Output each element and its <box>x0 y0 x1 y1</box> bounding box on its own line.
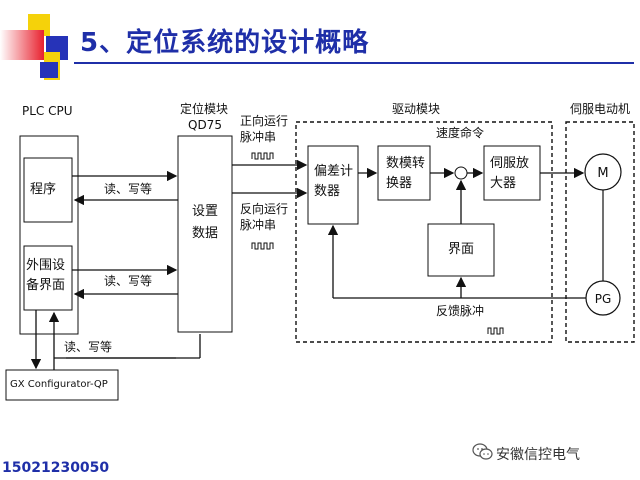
plc-cpu-label: PLC CPU <box>22 104 73 118</box>
fwd-label-2: 脉冲串 <box>240 130 277 144</box>
rw-label-2: 读、写等 <box>104 274 153 288</box>
peripheral-label-1: 外围设 <box>26 258 66 273</box>
servo-amp-box <box>483 145 541 201</box>
servo-motor-box <box>565 121 635 343</box>
qd75-label-2: QD75 <box>188 118 222 132</box>
motor-label: M <box>597 166 608 181</box>
drive-module-box <box>295 121 553 343</box>
servo-motor-label: 伺服电动机 <box>570 102 631 116</box>
rw-label-3: 读、写等 <box>64 340 113 354</box>
program-box <box>23 157 73 223</box>
decor-red-square <box>0 30 44 60</box>
rev-label-2: 脉冲串 <box>240 218 277 232</box>
drive-module-label: 驱动模块 <box>392 102 441 116</box>
decor-blue-square-2 <box>40 62 58 78</box>
interface-box <box>427 223 495 277</box>
feedback-label: 反馈脉冲 <box>436 304 485 318</box>
speed-cmd-label: 速度命令 <box>436 126 485 140</box>
deviation-label-1: 偏差计 <box>314 164 354 179</box>
rev-label-1: 反向运行 <box>240 202 289 216</box>
fwd-label-1: 正向运行 <box>240 114 289 128</box>
interface-label: 界面 <box>448 242 475 257</box>
dac-box <box>377 145 431 201</box>
pulse-train-icon-fwd <box>251 152 274 160</box>
dac-label-2: 换器 <box>386 176 413 191</box>
phone-number: 15021230050 <box>2 460 110 476</box>
program-label: 程序 <box>30 182 57 197</box>
page-title: 5、定位系统的设计概略 <box>80 28 370 58</box>
dac-label-1: 数模转 <box>386 156 426 171</box>
settings-label-2: 数据 <box>192 226 219 241</box>
deviation-label-2: 数器 <box>314 184 341 199</box>
pg-label: PG <box>595 292 612 306</box>
amp-label-2: 大器 <box>490 176 517 191</box>
summing-junction <box>454 166 468 180</box>
brand-watermark: 安徽信控电气 <box>496 447 580 463</box>
qd75-box <box>177 135 233 333</box>
gx-label: GX Configurator-QP <box>10 379 108 390</box>
settings-label-1: 设置 <box>192 204 219 219</box>
deviation-counter-box <box>307 145 359 225</box>
qd75-label-1: 定位模块 <box>180 102 229 116</box>
plc-cpu-box <box>19 135 79 335</box>
pulse-train-icon-feedback <box>487 327 504 335</box>
wechat-icon <box>472 443 493 460</box>
peripheral-interface-box <box>23 245 73 311</box>
amp-label-1: 伺服放 <box>490 156 530 171</box>
pulse-train-icon-rev <box>251 242 274 250</box>
peripheral-label-2: 备界面 <box>26 278 66 293</box>
gx-configurator-box <box>5 369 119 401</box>
title-divider <box>74 62 634 64</box>
rw-label-1: 读、写等 <box>104 182 153 196</box>
